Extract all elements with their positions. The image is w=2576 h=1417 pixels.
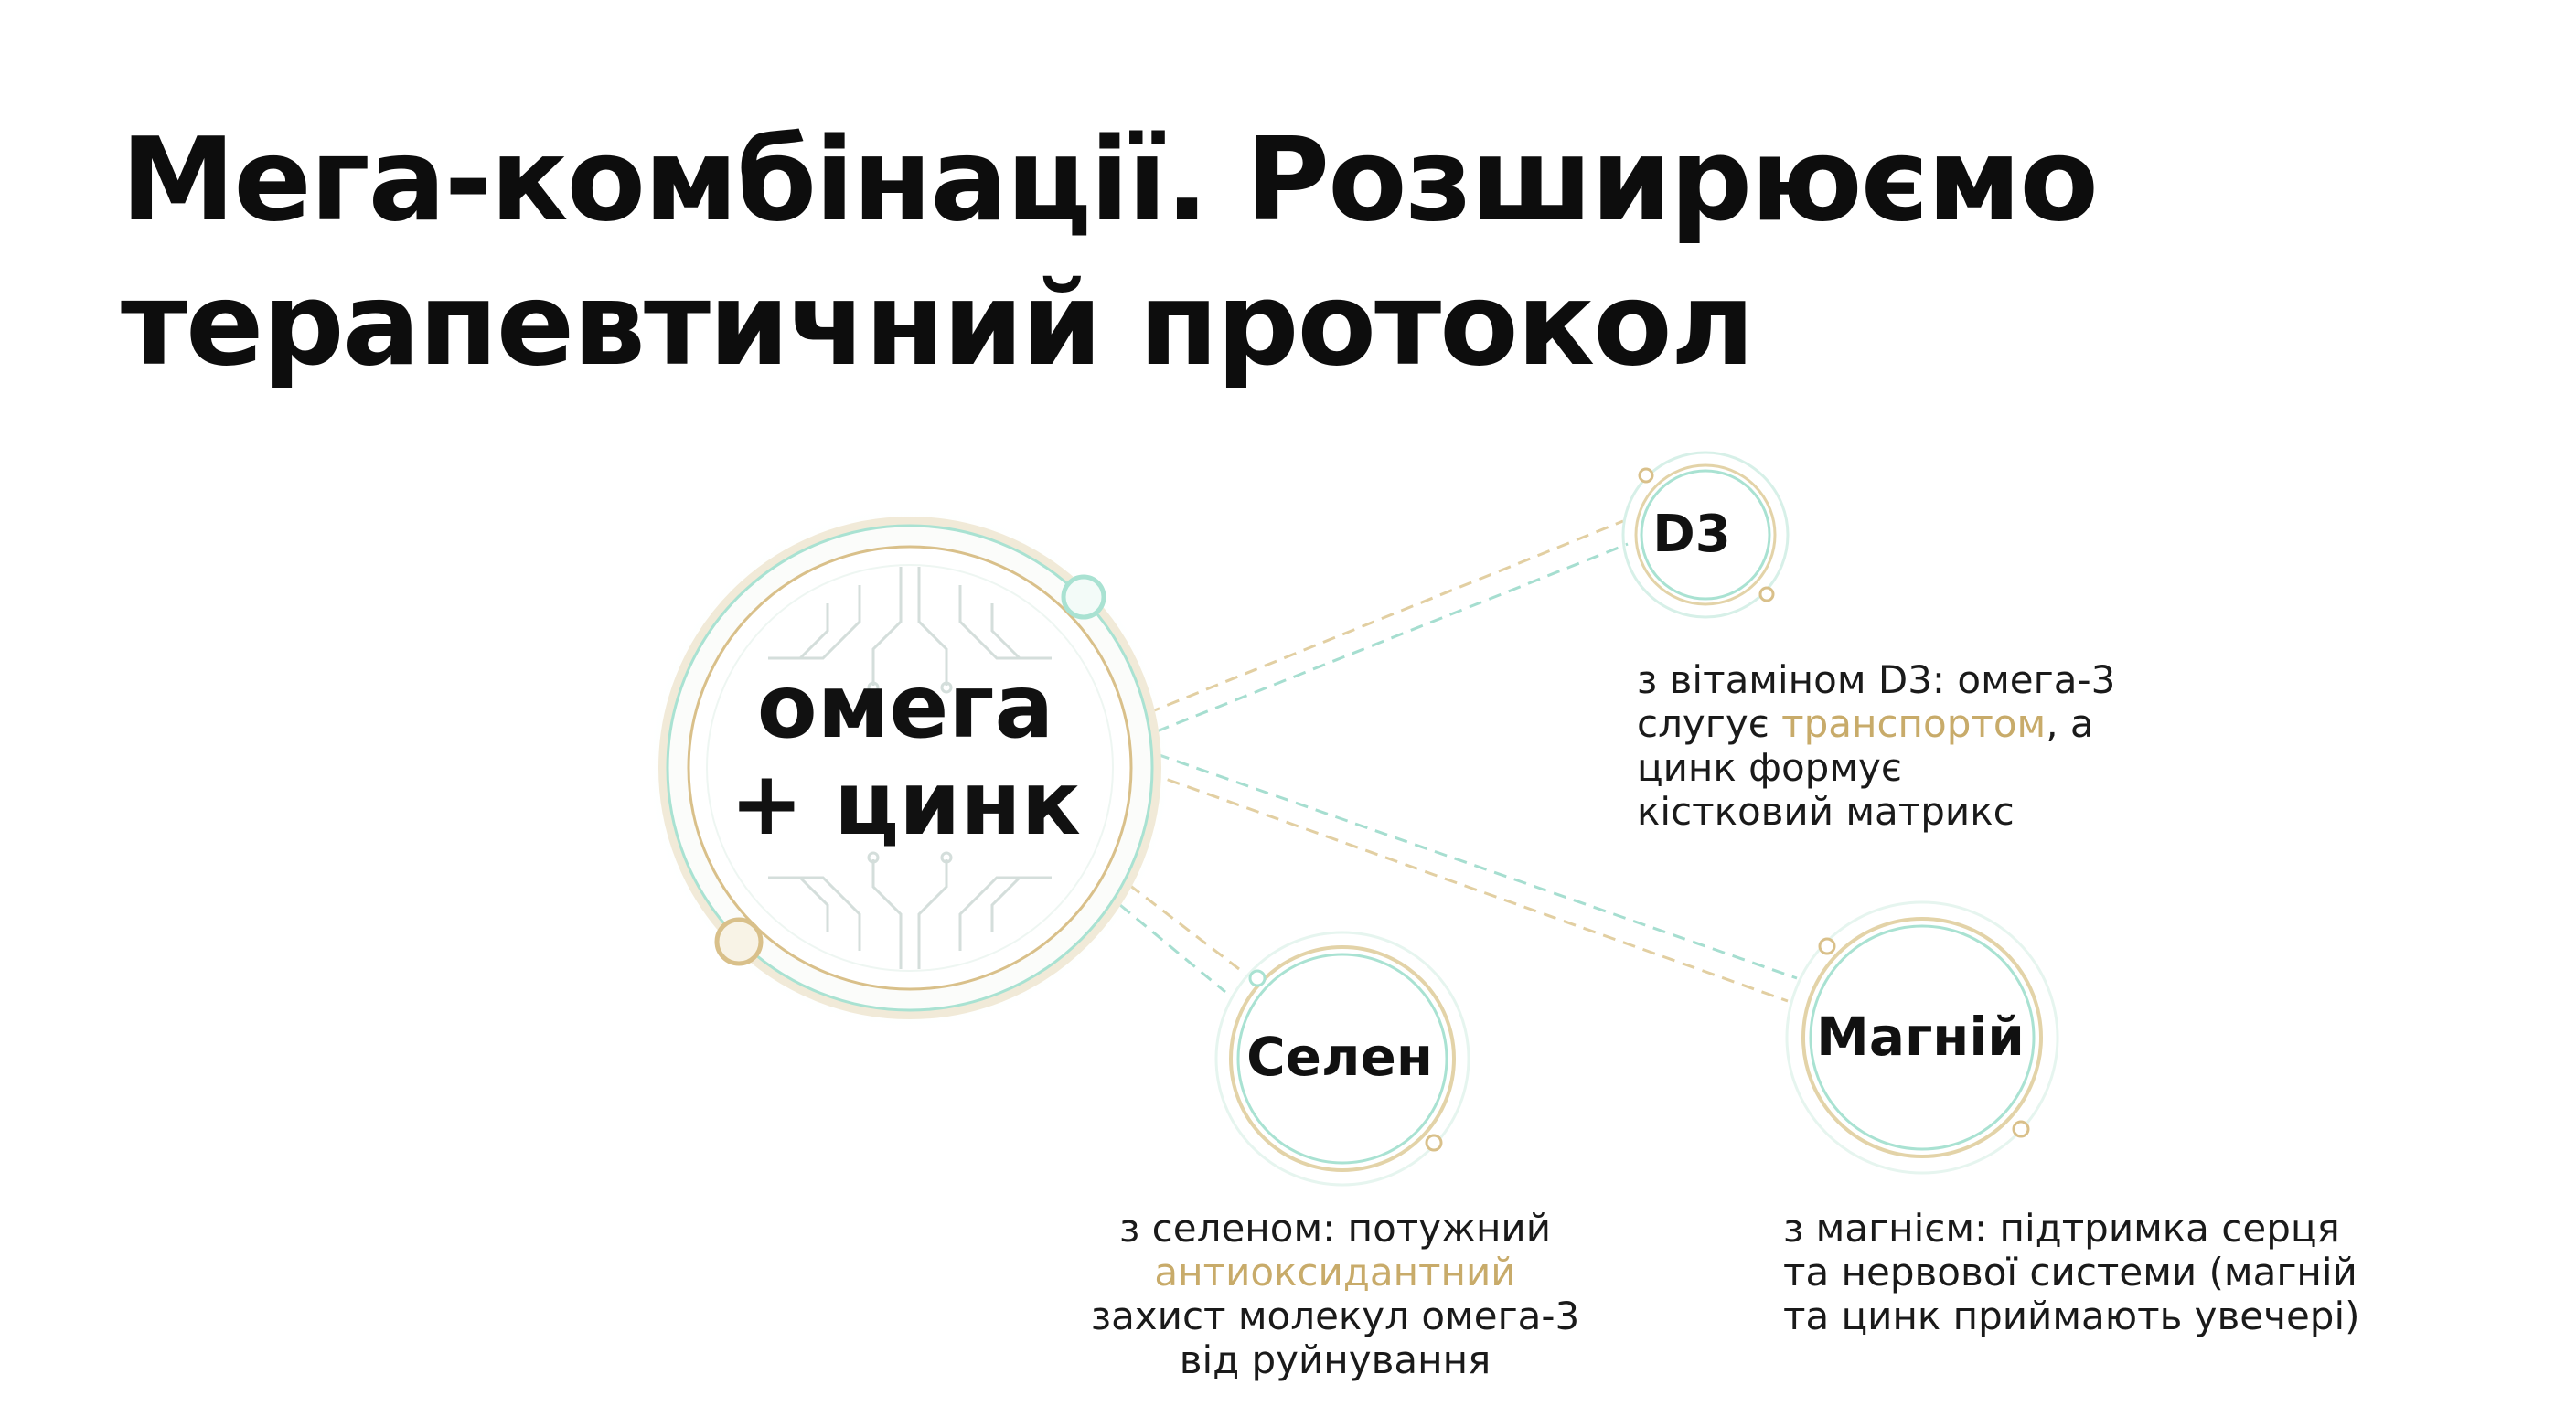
selen-node — [1214, 931, 1470, 1187]
d3-node — [1621, 451, 1790, 619]
orbit-dot-top — [1061, 574, 1106, 620]
page-title-line-2: терапевтичний протокол — [121, 257, 1755, 391]
page-title-line-1: Мега-комбінації. Розширюємо — [121, 112, 2099, 247]
d3-desc-line-3: цинк формує — [1637, 745, 1902, 790]
selen-desc-accent: антиоксидантний — [1154, 1250, 1516, 1294]
selen-desc-line-1: з селеном: потужний — [1118, 1206, 1551, 1251]
orbit-dot-bottom — [714, 917, 764, 966]
magniy-desc-line-3: та цинк приймають увечері) — [1783, 1294, 2360, 1338]
d3-description: з вітаміном D3: омега-3 слугує транспорт… — [1637, 658, 2115, 834]
magniy-node-label: Магній — [1816, 1006, 2025, 1068]
center-label-line-1: омега — [756, 655, 1054, 758]
magniy-description: з магнієм: підтримка серця та нервової с… — [1783, 1207, 2360, 1338]
circuit-pattern-icon — [768, 567, 1052, 969]
magniy-desc-line-1: з магнієм: підтримка серця — [1783, 1206, 2340, 1251]
selen-description: з селеном: потужний антиоксидантний захи… — [1061, 1207, 1609, 1382]
d3-desc-line-4: кістковий матрикс — [1637, 789, 2015, 834]
d3-desc-line-2-end: , а — [2046, 701, 2094, 746]
connector-magniy — [1147, 752, 1798, 1003]
page-title: Мега-комбінації. Розширюємо терапевтични… — [121, 108, 2407, 397]
magniy-desc-line-2: та нервової системи (магній — [1783, 1250, 2357, 1294]
d3-desc-line-2-start: слугує — [1637, 701, 1782, 746]
selen-node-label: Селен — [1246, 1026, 1433, 1088]
center-node-label: омега + цинк — [722, 658, 1088, 852]
selen-desc-line-4: від руйнування — [1179, 1337, 1491, 1382]
d3-node-label: D3 — [1652, 505, 1731, 564]
connector-selen — [1119, 883, 1240, 994]
d3-desc-line-2: слугує транспортом, а — [1637, 702, 2115, 746]
magniy-node — [1785, 900, 2059, 1175]
d3-desc-line-1: з вітаміном D3: омега-3 — [1637, 657, 2116, 702]
center-label-line-2: + цинк — [730, 752, 1081, 855]
selen-desc-line-3: захист молекул омега-3 — [1090, 1294, 1580, 1338]
d3-desc-accent: транспортом — [1781, 701, 2047, 746]
connector-d3 — [1147, 519, 1629, 733]
center-node — [645, 503, 1175, 1033]
